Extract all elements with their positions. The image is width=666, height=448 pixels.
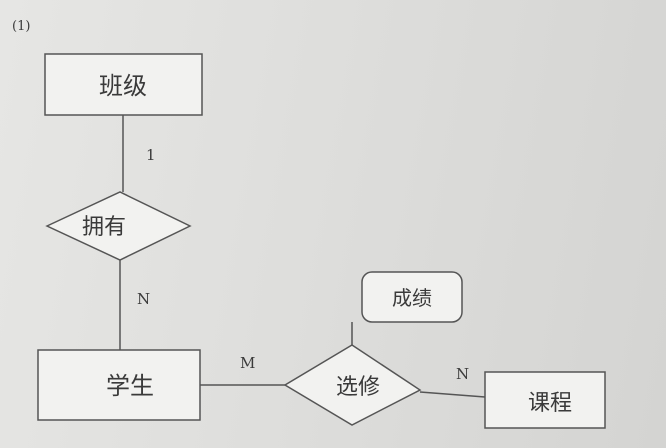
edge-enroll-course <box>419 391 486 398</box>
cardinality-student-enroll: M <box>240 354 255 372</box>
attribute-grade-label: 成绩 <box>392 286 432 310</box>
relationship-has <box>45 191 192 261</box>
cardinality-has-student: N <box>137 290 150 308</box>
entity-class-label: 班级 <box>99 72 147 100</box>
entity-student <box>37 349 201 421</box>
entity-class <box>44 53 203 116</box>
relationship-enroll-label: 选修 <box>336 375 380 400</box>
attribute-grade <box>361 271 463 323</box>
figure-label: (1) <box>12 19 30 34</box>
relationship-has-label: 拥有 <box>82 215 126 240</box>
relationship-enroll <box>283 344 422 426</box>
cardinality-enroll-course: N <box>456 365 469 383</box>
entity-student-label: 学生 <box>106 372 154 400</box>
cardinality-class-has: 1 <box>146 146 156 164</box>
entity-course <box>484 371 606 429</box>
entity-course-label: 课程 <box>528 391 572 416</box>
